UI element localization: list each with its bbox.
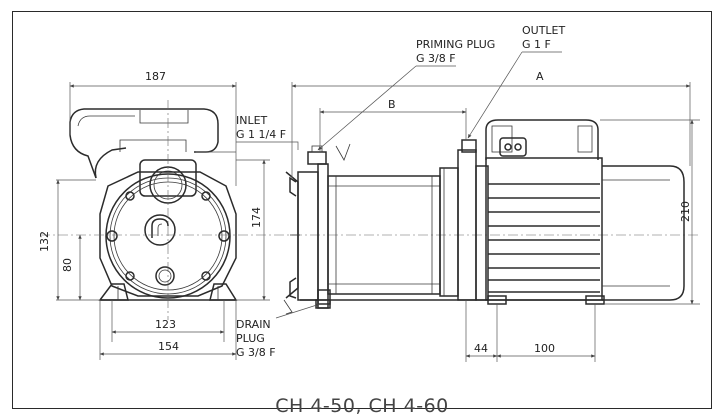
dim-44: 44 (474, 342, 488, 355)
dim-80: 80 (61, 258, 74, 272)
model-caption: CH 4-50, CH 4-60 (275, 395, 449, 417)
cooling-fins (488, 183, 600, 293)
drain-plug-label-2: PLUG (236, 332, 265, 345)
callouts: INLET G 1 1/4 F PRIMING PLUG G 3/8 F OUT… (196, 24, 566, 359)
dim-132: 132 (38, 231, 51, 252)
front-view (69, 108, 238, 301)
dim-a: A (536, 70, 544, 83)
side-view-dimensions: A B 210 44 100 (291, 70, 700, 362)
side-view (283, 119, 685, 315)
dim-100: 100 (534, 342, 555, 355)
dim-123: 123 (155, 318, 176, 331)
dim-b: B (388, 98, 396, 111)
inlet-size: G 1 1/4 F (236, 128, 286, 141)
dim-210: 210 (679, 201, 692, 222)
dim-174: 174 (250, 207, 263, 228)
drawing-frame (12, 11, 712, 409)
dim-187: 187 (145, 70, 166, 83)
outlet-size: G 1 F (522, 38, 551, 51)
drain-plug-label: DRAIN (236, 318, 271, 331)
inlet-label: INLET (236, 114, 268, 127)
priming-plug-size: G 3/8 F (416, 52, 456, 65)
dim-154: 154 (158, 340, 179, 353)
drain-plug-size: G 3/8 F (236, 346, 276, 359)
front-view-dimensions: 187 132 80 174 123 154 (38, 70, 270, 360)
priming-plug-label: PRIMING PLUG (416, 38, 495, 51)
outlet-label: OUTLET (522, 24, 566, 37)
